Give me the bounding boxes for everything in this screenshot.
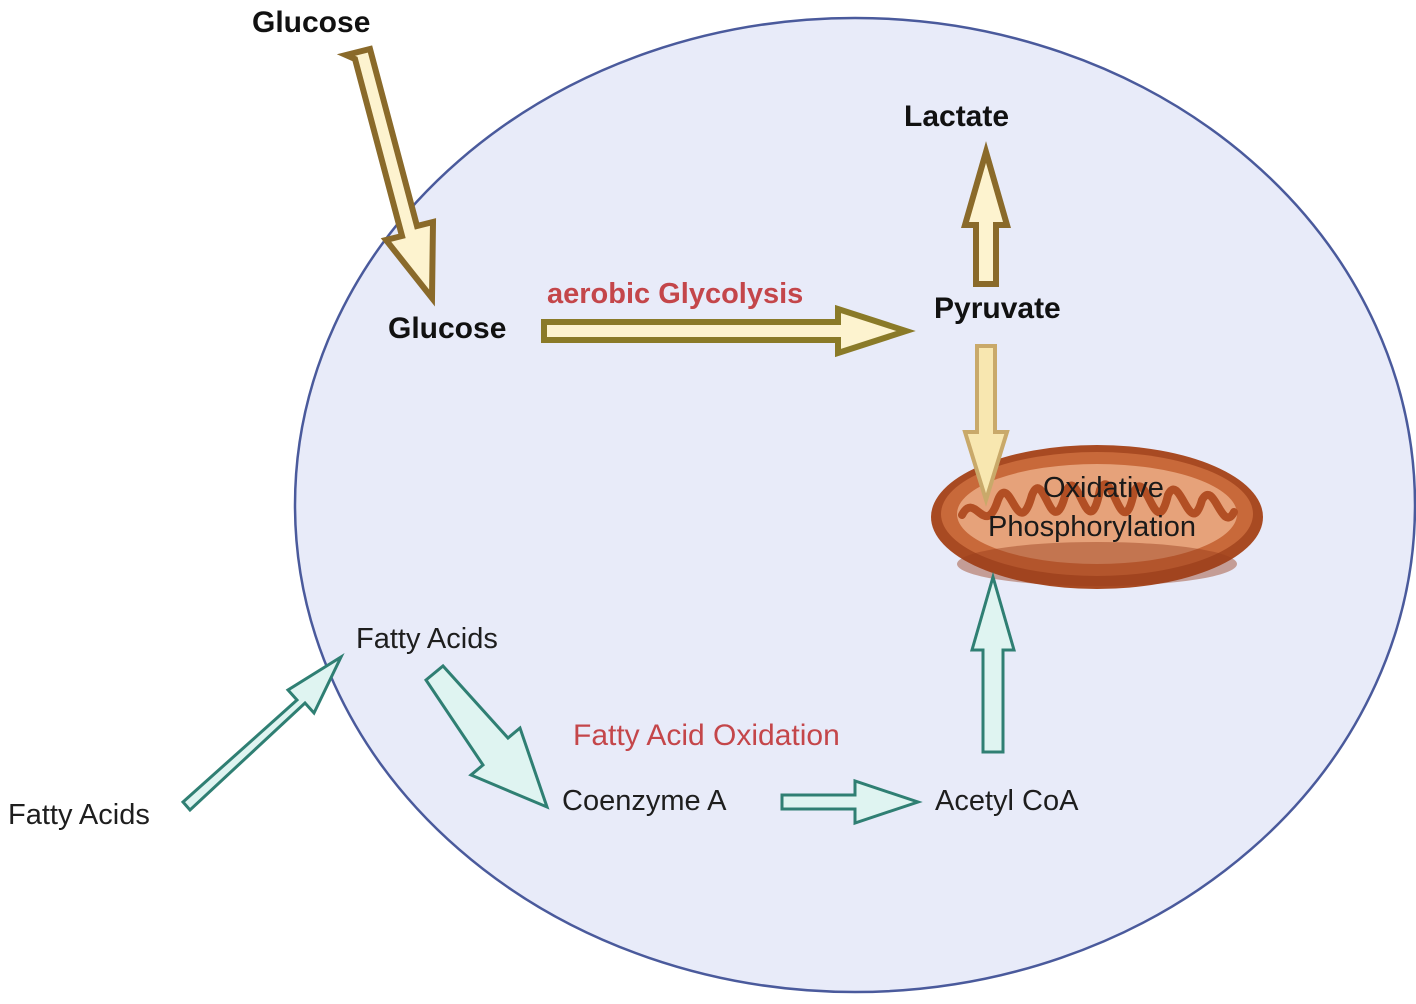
fatty-acids-inside-label: Fatty Acids (356, 623, 498, 655)
glucose-inside-label: Glucose (388, 312, 507, 345)
coenzyme-a-label: Coenzyme A (562, 785, 727, 817)
pyruvate-to-mitochondrion-arrow (962, 344, 1010, 507)
glucose-outside-label: Glucose (252, 6, 371, 39)
coenzyme-to-acetyl-arrow (780, 778, 923, 826)
pyruvate-label: Pyruvate (934, 292, 1061, 325)
acetyl-to-mitochondrion-arrow (970, 571, 1016, 754)
cell-membrane (293, 16, 1416, 994)
fatty-acids-outside-label: Fatty Acids (8, 799, 150, 831)
pyruvate-to-lactate-arrow (961, 141, 1011, 287)
aerobic-glycolysis-label: aerobic Glycolysis (547, 278, 804, 310)
fatty-acid-to-coenzyme-arrow (423, 663, 550, 810)
mitochondrion-icon (931, 445, 1263, 589)
acetyl-coa-label: Acetyl CoA (935, 785, 1079, 817)
glucose-uptake-arrow (336, 45, 437, 307)
glycolysis-arrow (541, 304, 916, 358)
lactate-label: Lactate (904, 100, 1010, 133)
fatty-acid-oxidation-label: Fatty Acid Oxidation (573, 719, 840, 752)
phosphorylation-label: Phosphorylation (988, 511, 1196, 543)
fatty-acid-uptake-arrow (180, 652, 345, 813)
oxidative-label: Oxidative (1043, 472, 1164, 504)
